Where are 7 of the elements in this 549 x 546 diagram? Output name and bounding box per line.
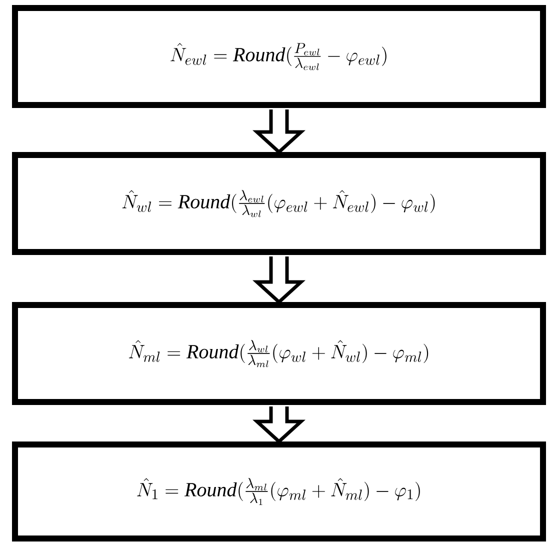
formula-box: $\hat{N}_{1}=\mathit{Round}(\frac{\lambda_{ml}}{\lambda_{1}}(\varphi_{ml}+\hat{N}_{ml})-\varphi_{1})$ (12, 442, 546, 542)
formula-box: $\hat{N}_{wl}=\mathit{Round}(\frac{\lambda_{ewl}}{\lambda_{wl}}(\varphi_{ewl}+\hat{N}_{ewl})-\varphi_{wl})$ (12, 152, 546, 255)
block-arrow (252, 108, 306, 154)
block-arrow (252, 254, 306, 304)
formula-box: $\hat{N}_{ewl}=\mathit{Round}(\frac{P_{ewl}}{\lambda_{ewl}}-\varphi_{ewl})$ (12, 5, 546, 108)
block-arrow (252, 404, 306, 444)
formula-box: $\hat{N}_{ml}=\mathit{Round}(\frac{\lambda_{wl}}{\lambda_{ml}}(\varphi_{wl}+\hat{N}_{wl})-\varphi_{ml})$ (12, 302, 546, 405)
